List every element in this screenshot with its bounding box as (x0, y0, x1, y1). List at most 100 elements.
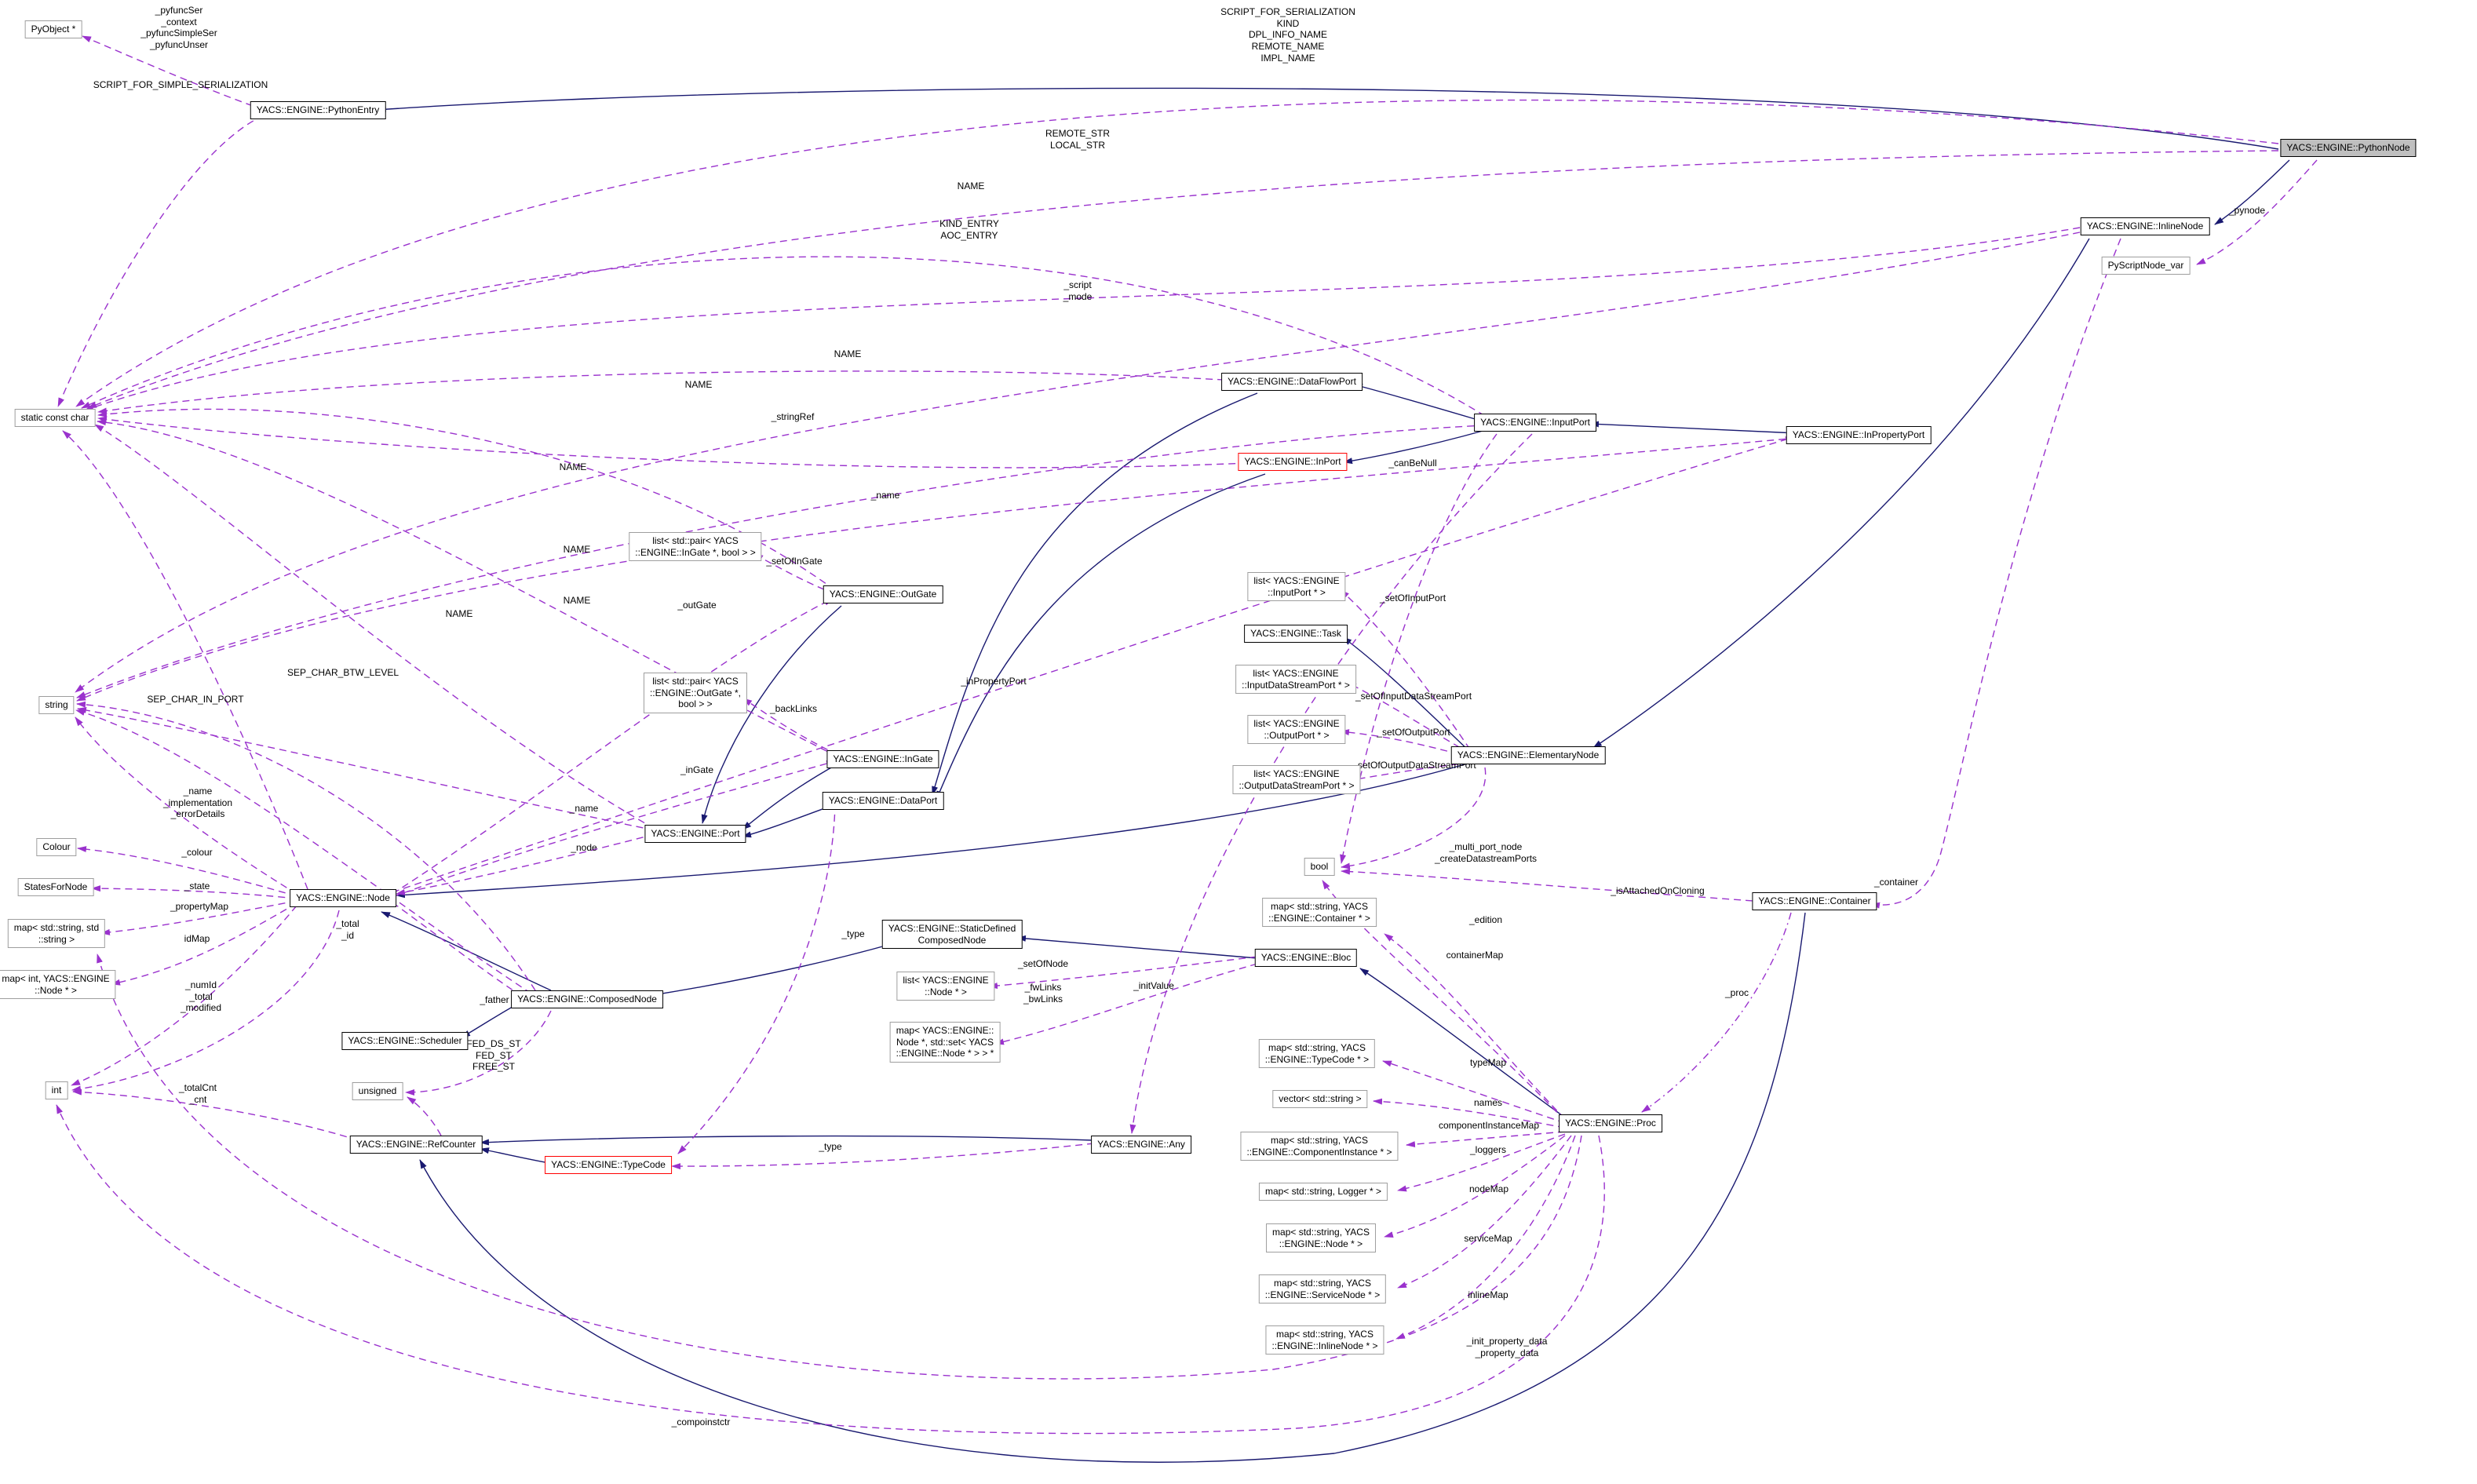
edge-proc-bloc (1359, 968, 1566, 1118)
class-box-dataflow-port[interactable]: YACS::ENGINE::DataFlowPort (1221, 373, 1363, 391)
class-box-dataport[interactable]: YACS::ENGINE::DataPort (822, 792, 944, 810)
class-box-label: Colour (42, 841, 71, 852)
class-box-bool: bool (1304, 858, 1335, 876)
edge-label-init-property-data: _init_property_data_property_data (1466, 1336, 1548, 1358)
edge-node-colour (77, 846, 297, 897)
edge-label-outgate-l: _outGate (677, 600, 717, 611)
edge-proc-int-compoinstctr (56, 1104, 1605, 1435)
edge-elementarynode-bool (1341, 767, 1487, 870)
class-box-label: YACS::ENGINE::InputPort (1480, 417, 1590, 428)
class-box-label: bool > > (678, 698, 713, 710)
edge-node-mapstringstring (100, 900, 297, 935)
class-box-refcounter[interactable]: YACS::ENGINE::RefCounter (349, 1136, 483, 1154)
edge-label-inpropertyport: _inPropertyPort (961, 676, 1027, 687)
edge-elementarynode-node (396, 762, 1471, 899)
edge-proc-mapnodestr (1384, 1135, 1566, 1238)
edge-ingate-staticchar (97, 419, 838, 757)
class-box-composed-node[interactable]: YACS::ENGINE::ComposedNode (511, 990, 663, 1008)
edge-typecode-refcounter (480, 1147, 550, 1164)
class-box-any[interactable]: YACS::ENGINE::Any (1091, 1136, 1191, 1154)
edge-node-ingate (392, 760, 836, 898)
class-box-label: ::OutputPort * > (1264, 729, 1330, 741)
edge-dataport-typecode (677, 802, 836, 1154)
class-box-typecode[interactable]: YACS::ENGINE::TypeCode (545, 1156, 672, 1174)
class-box-label: StatesForNode (24, 881, 88, 892)
class-box-container[interactable]: YACS::ENGINE::Container (1752, 892, 1877, 910)
edge-node-staticchar (62, 430, 308, 890)
edge-label-initvalue: _initValue (1133, 980, 1174, 991)
edge-label-proc-l: _proc (1724, 987, 1749, 998)
edge-proc-bool-edition (1322, 880, 1566, 1121)
edge-label-type-2: _type (819, 1141, 842, 1152)
class-box-label: YACS::ENGINE::Port (651, 828, 740, 839)
edge-bloc-mapnodeset (994, 963, 1258, 1045)
edge-node-statesfornode (91, 885, 297, 899)
class-box-bloc[interactable]: YACS::ENGINE::Bloc (1254, 949, 1358, 967)
class-box-scheduler[interactable]: YACS::ENGINE::Scheduler (341, 1032, 469, 1050)
class-box-map-container: map< std::string, YACS::ENGINE::Containe… (1262, 898, 1377, 928)
class-box-label: YACS::ENGINE::TypeCode (551, 1159, 666, 1170)
class-box-label: ::ENGINE::Node * > (1279, 1238, 1363, 1249)
edge-inputport-staticchar-name (81, 256, 1486, 417)
class-box-label: ::ENGINE::TypeCode * > (1264, 1053, 1370, 1065)
class-box-label: ::InputPort * > (1268, 586, 1326, 598)
class-box-in-property-port[interactable]: YACS::ENGINE::InPropertyPort (1786, 426, 1932, 444)
edge-composednode-node (381, 911, 552, 991)
edge-any-typecode-type (671, 1143, 1095, 1170)
edge-inpropertyport-inputport (1589, 421, 1798, 434)
edge-label-name-2: NAME (834, 348, 862, 359)
edge-elementarynode-listoutputds (1350, 762, 1471, 782)
class-box-list-outputdatastreamport: list< YACS::ENGINE::OutputDataStreamPort… (1232, 765, 1361, 795)
class-box-pyscriptnode-var: PyScriptNode_var (2101, 257, 2191, 275)
edge-dataport-port (742, 804, 836, 838)
class-box-label: YACS::ENGINE::InPort (1244, 456, 1341, 467)
class-box-elementary-node[interactable]: YACS::ENGINE::ElementaryNode (1450, 746, 1606, 764)
class-box-task[interactable]: YACS::ENGINE::Task (1244, 625, 1348, 643)
edge-inputport-bool (1340, 433, 1498, 864)
class-box-label: map< std::string, YACS (1268, 1042, 1366, 1053)
class-box-label: int (51, 1085, 62, 1096)
edge-proc-mapcontainer (1384, 933, 1566, 1120)
class-box-input-port[interactable]: YACS::ENGINE::InputPort (1474, 414, 1596, 432)
class-box-label: map< YACS::ENGINE:: (896, 1025, 994, 1036)
class-box-node[interactable]: YACS::ENGINE::Node (290, 889, 396, 907)
class-box-label: ::ENGINE::ServiceNode * > (1264, 1289, 1381, 1300)
class-box-in-port[interactable]: YACS::ENGINE::InPort (1238, 453, 1348, 471)
class-box-outgate[interactable]: YACS::ENGINE::OutGate (823, 585, 943, 603)
edge-label-multi-port-node: _multi_port_node_createDatastreamPorts (1434, 841, 1538, 864)
class-box-port[interactable]: YACS::ENGINE::Port (644, 825, 746, 843)
edge-label-setofinputport: _setOfInputPort (1379, 593, 1446, 603)
edge-label-name-4: NAME (559, 461, 587, 472)
edge-label-name-3: NAME (684, 379, 713, 390)
class-box-label: map< std::string, Logger * > (1264, 1186, 1382, 1197)
class-box-python-node[interactable]: YACS::ENGINE::PythonNode (2280, 139, 2417, 157)
class-box-label: YACS::ENGINE::Node (296, 892, 390, 903)
edge-label-compoinstctr: _compoinstctr (671, 1417, 731, 1427)
edge-label-name-1: NAME (957, 180, 985, 191)
class-box-map-node-set: map< YACS::ENGINE::Node *, std::set< YAC… (889, 1022, 1001, 1063)
class-box-python-entry[interactable]: YACS::ENGINE::PythonEntry (250, 101, 386, 119)
class-box-label: static const char (20, 412, 89, 423)
class-box-statesfornode: StatesForNode (17, 878, 94, 896)
edge-proc-mapstringstring-initprop (97, 953, 1582, 1380)
edge-label-script-mode: _script_mode (1063, 279, 1093, 302)
class-box-label: map< std::string, YACS (1276, 1329, 1373, 1340)
edge-composednode-string-btwlevel (76, 701, 536, 991)
class-box-proc[interactable]: YACS::ENGINE::Proc (1559, 1114, 1662, 1132)
edge-label-name-6: NAME (563, 544, 591, 555)
class-box-label: ::ENGINE::Container * > (1268, 912, 1370, 924)
class-box-label: YACS::ENGINE::ElementaryNode (1457, 749, 1600, 760)
class-box-ingate[interactable]: YACS::ENGINE::InGate (826, 750, 939, 768)
class-box-label: ::Node * > (35, 984, 77, 996)
class-box-label: YACS::ENGINE::Bloc (1260, 952, 1352, 963)
class-box-colour: Colour (36, 838, 77, 856)
class-box-list-outgate-pair: list< std::pair< YACS::ENGINE::OutGate *… (643, 673, 748, 713)
class-box-label: list< YACS::ENGINE (1253, 768, 1340, 779)
edge-label-setofinputdatastreamport: _setOfInputDataStreamPort (1355, 691, 1472, 702)
class-box-label: YACS::ENGINE::Container (1758, 895, 1871, 906)
class-box-inline-node[interactable]: YACS::ENGINE::InlineNode (2080, 217, 2210, 235)
edge-label-edition: _edition (1468, 914, 1503, 925)
